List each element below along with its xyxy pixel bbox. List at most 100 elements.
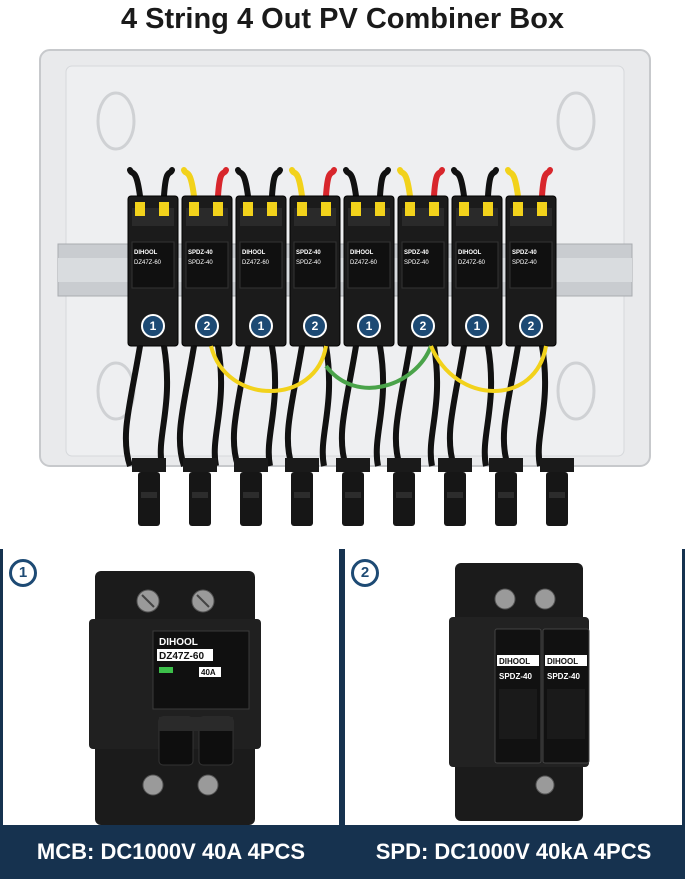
- wire-top: [235, 167, 251, 199]
- breaker-label: DZ47Z-60: [458, 260, 486, 266]
- breaker-label: DIHOOL: [458, 250, 482, 256]
- wire-bottom: [427, 345, 441, 467]
- terminal-cap: [351, 202, 361, 216]
- callout-badge: [141, 314, 165, 338]
- screw-icon: [494, 588, 516, 610]
- detail-panels: 1 DIHOOL DZ47Z-60 40A 2: [0, 549, 685, 879]
- terminal-cap: [243, 202, 253, 216]
- wire-top: [215, 167, 229, 199]
- wire-top: [485, 167, 499, 199]
- label-plate: [347, 241, 391, 289]
- wire-bottom: [176, 345, 197, 467]
- connector-ring: [141, 492, 157, 498]
- callout-badge: [357, 314, 381, 338]
- connector-ring: [549, 492, 565, 498]
- wire-bottom: [265, 345, 279, 467]
- wire-top: [397, 167, 413, 199]
- terminal-cap: [513, 202, 523, 216]
- mcb-rating: 40A: [201, 668, 216, 677]
- terminal-cap: [537, 202, 547, 216]
- breaker-label: DZ47Z-60: [134, 260, 162, 266]
- label-plate: [131, 241, 175, 289]
- page-title: 4 String 4 Out PV Combiner Box: [120, 3, 565, 35]
- mount-hole-tl: [96, 91, 136, 151]
- cable-gland: [336, 458, 370, 472]
- callout-number: 2: [528, 319, 535, 333]
- spd-brand-b: DIHOOL: [547, 657, 578, 666]
- wire-top: [323, 167, 337, 199]
- ground-wire: [324, 345, 433, 390]
- mount-hole-br: [556, 361, 596, 421]
- wire-top: [161, 167, 175, 199]
- connector-ring: [345, 492, 361, 498]
- wire-top: [539, 167, 553, 199]
- screw-icon: [142, 774, 164, 796]
- breaker-label: SPDZ-40: [512, 250, 537, 256]
- mc4-connector: [291, 472, 313, 526]
- mc4-connector: [393, 472, 415, 526]
- wire-top: [343, 167, 359, 199]
- connector-ring: [447, 492, 463, 498]
- label-plate: [509, 241, 553, 289]
- mc4-connector: [546, 472, 568, 526]
- mcb-model: DZ47Z-60: [159, 651, 204, 662]
- cable-gland: [132, 458, 166, 472]
- cable-gland-plug: [342, 472, 364, 526]
- breaker-label: SPDZ-40: [296, 260, 321, 266]
- wire-top: [451, 167, 467, 199]
- wire-bottom: [373, 345, 387, 467]
- breaker-label: SPDZ-40: [512, 260, 537, 266]
- wire-top: [127, 167, 143, 199]
- mcb-brand: DIHOOL: [159, 637, 198, 648]
- mount-hole-tr: [556, 91, 596, 151]
- wire-top: [269, 167, 283, 199]
- callout-badge: [303, 314, 327, 338]
- wire-bottom: [500, 345, 521, 467]
- wire-bottom: [535, 345, 549, 467]
- wire-top: [289, 167, 305, 199]
- breaker-label: DIHOOL: [134, 250, 158, 256]
- terminal-cap: [459, 202, 469, 216]
- spd-illustration: DIHOOL SPDZ-40 DIHOOL SPDZ-40: [449, 563, 590, 821]
- mc4-connector: [444, 472, 466, 526]
- connector-ring: [396, 492, 412, 498]
- terminal-cap: [267, 202, 277, 216]
- ground-wire: [209, 345, 328, 393]
- terminal-cap: [375, 202, 385, 216]
- label-plate: [185, 241, 229, 289]
- terminal-cap: [321, 202, 331, 216]
- terminal-cap: [297, 202, 307, 216]
- label-plate: [401, 241, 445, 289]
- breaker-label: DIHOOL: [350, 250, 374, 256]
- wire-bottom: [392, 345, 413, 467]
- wire-top: [377, 167, 391, 199]
- wire-bottom: [230, 345, 251, 467]
- mc4-connector: [495, 472, 517, 526]
- cable-gland: [438, 458, 472, 472]
- wire-bottom: [157, 345, 171, 467]
- terminal-cap: [429, 202, 439, 216]
- wire-bottom: [338, 345, 359, 467]
- mcb-badge: 1: [9, 559, 37, 587]
- terminal-cap: [405, 202, 415, 216]
- wires-top: [127, 167, 553, 199]
- wires-bottom: [122, 345, 549, 467]
- wire-top: [505, 167, 521, 199]
- wire-top: [431, 167, 445, 199]
- spd-model-a: SPDZ-40: [499, 672, 532, 681]
- spd-brand-a: DIHOOL: [499, 657, 530, 666]
- wire-bottom: [446, 345, 467, 467]
- wire-bottom: [319, 345, 333, 467]
- breaker-label: SPDZ-40: [404, 260, 429, 266]
- cable-gland: [234, 458, 268, 472]
- terminal-cap: [189, 202, 199, 216]
- cable-gland: [540, 458, 574, 472]
- mc4-connector: [189, 472, 211, 526]
- label-plate: [455, 241, 499, 289]
- mcb-panel: 1 DIHOOL DZ47Z-60 40A: [3, 549, 339, 825]
- spd-badge: 2: [351, 559, 379, 587]
- wire-bottom: [481, 345, 495, 467]
- breaker-label: DZ47Z-60: [350, 260, 378, 266]
- callout-number: 2: [420, 319, 427, 333]
- cable-gland: [387, 458, 421, 472]
